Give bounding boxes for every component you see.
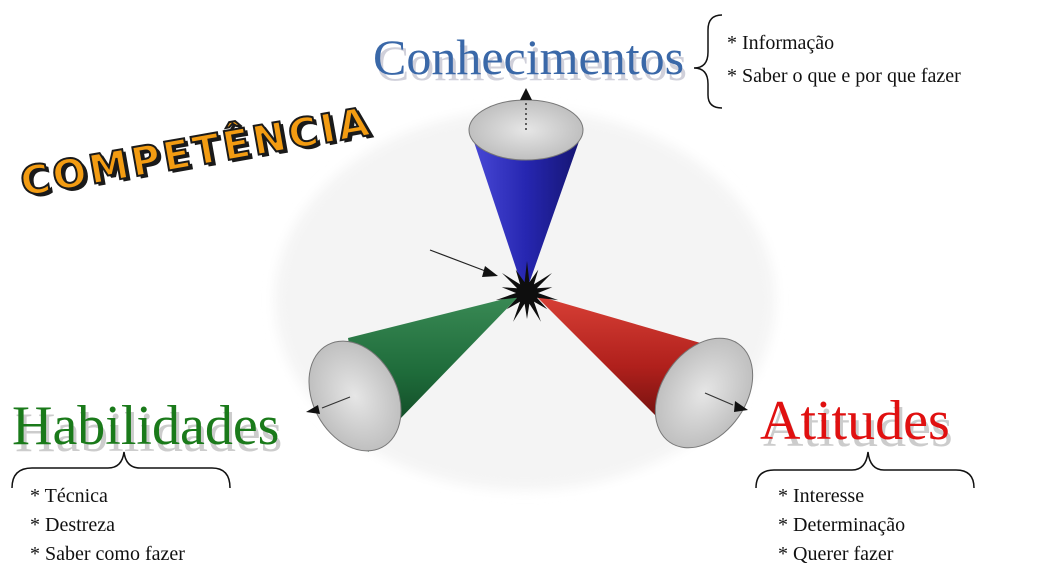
right-item-3: * Querer fazer [778,543,894,565]
left-arrow-icon [306,405,320,414]
left-item-3: * Saber como fazer [30,543,185,565]
habilidades-label: Habilidades [12,395,280,457]
left-cone [306,295,520,452]
pointer-arrow [429,249,498,277]
top-item-1: * Informação [727,32,835,54]
left-item-2: * Destreza [30,514,115,536]
right-item-2: * Determinação [778,514,906,536]
top-cone [468,88,584,295]
conhecimentos-label: Conhecimentos [373,29,685,85]
left-item-1: * Técnica [30,485,108,507]
right-brace [755,451,975,489]
top-item-2: * Saber o que e por que fazer [727,65,961,87]
left-brace [11,451,231,489]
atitudes-label: Atitudes [760,390,950,452]
up-arrow-icon [520,88,532,100]
right-arrow-icon [734,401,748,412]
top-brace [693,14,723,109]
right-cone [535,295,754,449]
right-item-1: * Interesse [778,485,865,507]
center-star-icon [495,261,559,322]
